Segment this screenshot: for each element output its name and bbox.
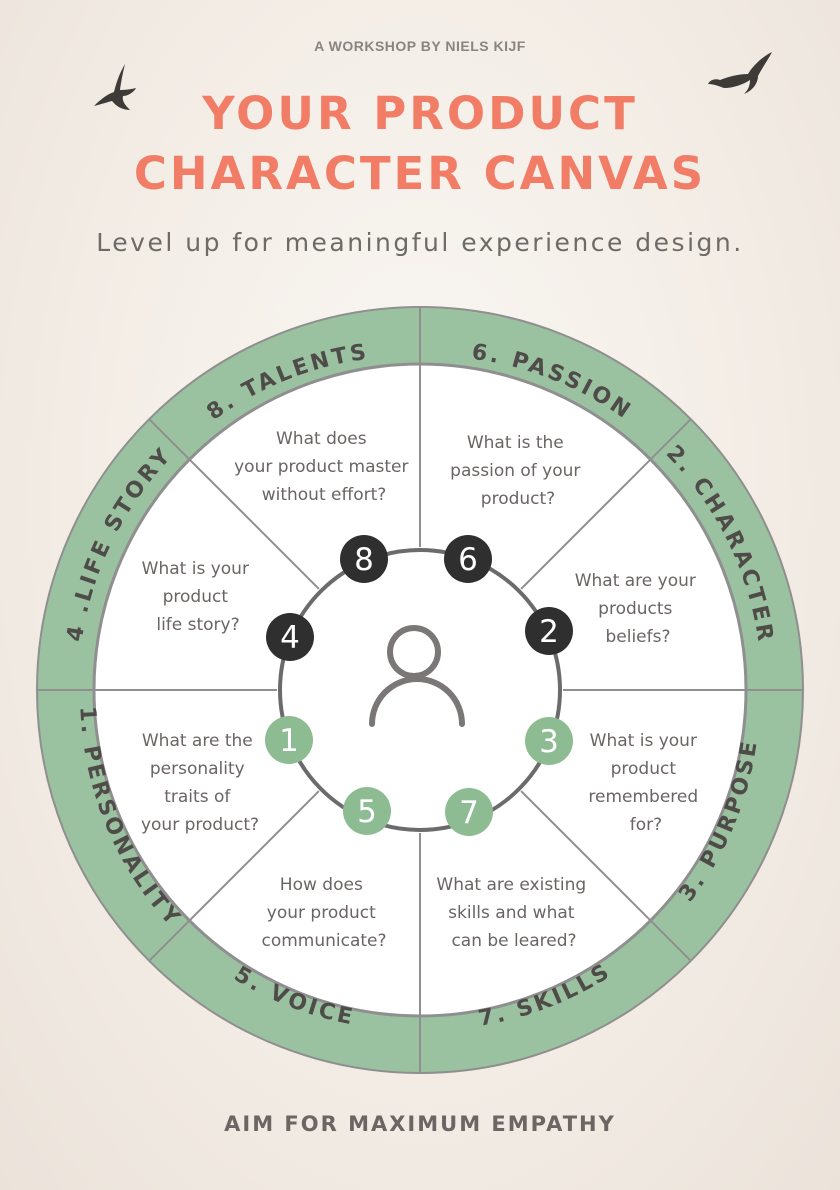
svg-text:1: 1 [279, 723, 299, 759]
page-title: YOUR PRODUCT CHARACTER CANVAS [0, 84, 840, 204]
segment-dividers [37, 307, 803, 1073]
question-personality: What are the personality traits of your … [141, 731, 259, 835]
bird-icon [94, 64, 136, 110]
title-line-1: YOUR PRODUCT [202, 87, 638, 140]
svg-text:7: 7 [459, 795, 479, 831]
subtitle: Level up for meaningful experience desig… [96, 228, 744, 257]
question-purpose: What is your product remembered for? [588, 731, 703, 835]
question-character: What are your products beliefs? [575, 571, 702, 647]
bird-icon [708, 52, 772, 94]
svg-text:2: 2 [539, 614, 559, 650]
badge-7: 7 [445, 788, 493, 836]
badge-3: 3 [525, 717, 573, 765]
question-voice: How does your product communicate? [261, 875, 386, 951]
svg-text:6: 6 [458, 542, 478, 578]
person-icon [369, 625, 465, 727]
center-circle [278, 548, 562, 832]
question-skills: What are existing skills and what can be… [436, 875, 591, 951]
question-life-story: What is your product life story? [142, 559, 255, 635]
svg-text:3: 3 [539, 724, 559, 760]
badge-5: 5 [343, 787, 391, 835]
badge-1: 1 [265, 716, 313, 764]
kicker-text: A WORKSHOP BY NIELS KIJF [314, 38, 526, 54]
svg-text:4: 4 [280, 620, 300, 656]
question-talents: What does your product master without ef… [234, 429, 414, 505]
badge-4: 4 [266, 613, 314, 661]
badge-8: 8 [340, 535, 388, 583]
svg-text:8: 8 [354, 542, 374, 578]
title-line-2: CHARACTER CANVAS [133, 147, 707, 200]
footer-tagline: AIM FOR MAXIMUM EMPATHY [224, 1112, 616, 1136]
svg-text:5: 5 [357, 794, 377, 830]
badge-6: 6 [444, 535, 492, 583]
badge-2: 2 [525, 607, 573, 655]
question-passion: What is the passion of your product? [450, 433, 586, 509]
